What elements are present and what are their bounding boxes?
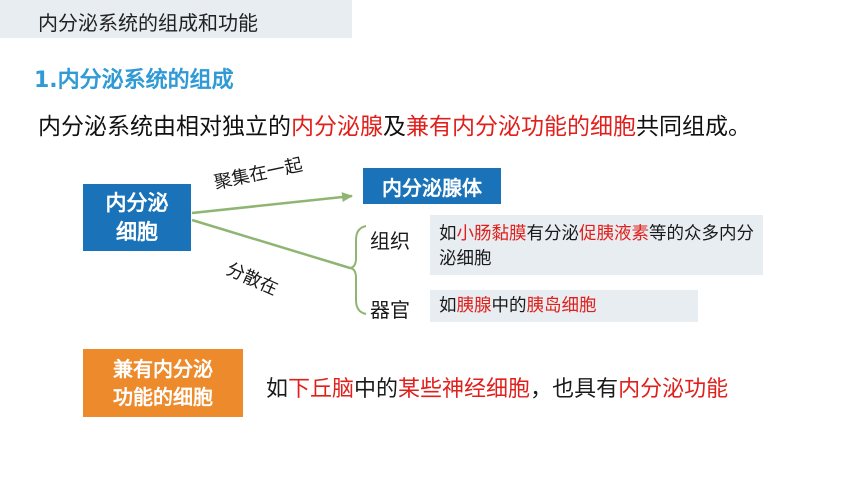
sentence-part: 及	[383, 114, 406, 140]
arrow-to-scattered	[191, 218, 351, 270]
organ-example: 如胰腺中的胰岛细胞	[439, 294, 597, 319]
dual-text-part: 如	[266, 377, 289, 402]
organ-highlight: 胰岛细胞	[526, 296, 597, 316]
section-heading: 1.内分泌系统的组成	[34, 68, 234, 93]
tissue-highlight: 小肠黏膜	[456, 224, 527, 244]
tissue-panel	[430, 215, 763, 275]
dual-text-part: ，也具有	[530, 377, 619, 402]
endocrine-gland-box: 内分泌腺体	[363, 168, 501, 204]
tissue-text-part: 如	[439, 224, 457, 244]
organ-label: 器官	[370, 298, 410, 322]
sentence-part: 内分泌系统由相对独立的	[38, 114, 291, 140]
sentence-highlight: 内分泌腺	[291, 114, 383, 140]
tissue-organ-brace	[348, 225, 367, 315]
organ-text-part: 中的	[491, 296, 527, 316]
dual-highlight: 内分泌功能	[618, 377, 729, 402]
dual-function-example: 如下丘脑中的某些神经细胞，也具有内分泌功能	[266, 371, 728, 403]
dual-box-line1: 兼有内分泌	[113, 357, 213, 381]
dual-box-line2: 功能的细胞	[113, 385, 213, 409]
tissue-highlight: 促胰液素	[579, 224, 649, 244]
dual-text-part: 中的	[354, 377, 399, 402]
slide-title: 内分泌系统的组成和功能	[38, 11, 258, 35]
dual-highlight: 某些神经细胞	[398, 377, 531, 402]
endocrine-cell-box: 内分泌 细胞	[83, 184, 191, 251]
arrow-to-gland	[191, 192, 353, 215]
tissue-text-part: 等的众多内分泌细胞	[439, 224, 754, 269]
sentence-part: 共同组成。	[636, 114, 751, 140]
organ-text-part: 如	[439, 296, 457, 316]
tissue-text-part: 有分泌	[526, 224, 580, 244]
tissue-example: 如小肠黏膜有分泌促胰液素等的众多内分泌细胞	[439, 222, 759, 272]
composition-sentence: 内分泌系统由相对独立的内分泌腺及兼有内分泌功能的细胞共同组成。	[38, 107, 751, 141]
cell-box-line2: 细胞	[116, 219, 158, 244]
dual-function-cell-box: 兼有内分泌 功能的细胞	[83, 349, 243, 417]
title-bar	[0, 0, 352, 38]
tissue-label: 组织	[370, 229, 410, 253]
cell-box-line1: 内分泌	[105, 190, 169, 215]
organ-highlight: 胰腺	[456, 296, 492, 316]
organ-panel	[430, 290, 698, 322]
sentence-highlight: 兼有内分泌功能的细胞	[406, 114, 636, 140]
dual-highlight: 下丘脑	[288, 377, 355, 402]
